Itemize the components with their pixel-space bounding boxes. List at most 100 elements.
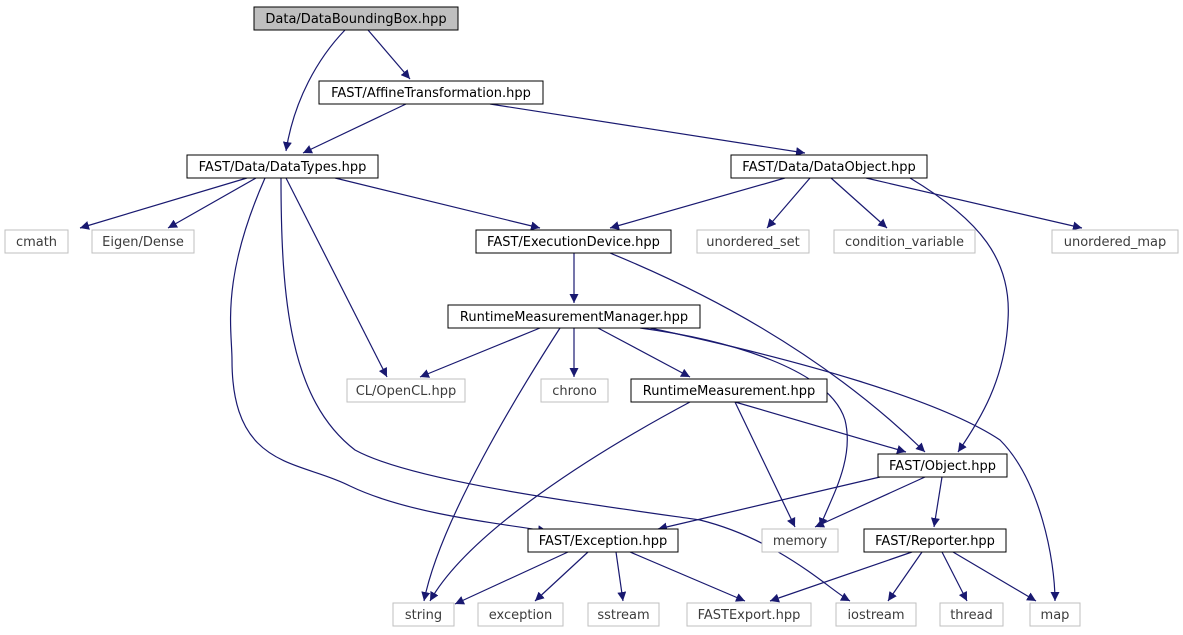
edge-rtmm-to-rtm	[597, 327, 691, 378]
edge-rtm-to-object	[734, 401, 907, 454]
node-label: iostream	[847, 608, 904, 623]
node-chrono: chrono	[540, 378, 609, 403]
edge-dataobject-to-condvar	[830, 177, 888, 229]
node-box	[346, 378, 466, 403]
node-box	[1029, 602, 1081, 627]
node-dataobject[interactable]: FAST/Data/DataObject.hpp	[730, 154, 928, 179]
node-iostream: iostream	[835, 602, 917, 627]
nodes-layer: Data/DataBoundingBox.hppFAST/AffineTrans…	[4, 6, 1179, 627]
edge-dataobject-to-execdevice	[609, 177, 786, 230]
node-reporter[interactable]: FAST/Reporter.hpp	[863, 528, 1007, 553]
edge-execdevice-to-object	[609, 252, 926, 453]
node-label: condition_variable	[845, 235, 964, 250]
node-box	[686, 602, 812, 627]
node-box	[540, 378, 609, 403]
edge-rtmm-to-string	[421, 327, 561, 602]
node-box	[186, 154, 379, 179]
edge-object-to-reporter	[930, 476, 943, 528]
node-map: map	[1029, 602, 1081, 627]
node-eigen: Eigen/Dense	[91, 229, 195, 254]
node-label: map	[1041, 608, 1070, 623]
node-label: exception	[489, 608, 553, 623]
node-label: string	[405, 608, 442, 623]
node-box	[447, 304, 701, 329]
edges-layer	[79, 29, 1083, 605]
edge-affine-to-dataobject	[489, 103, 806, 157]
edge-rtmm-to-memory	[639, 327, 848, 528]
node-box	[939, 602, 1004, 627]
node-label: FAST/Object.hpp	[889, 459, 996, 474]
node-label: Eigen/Dense	[102, 235, 184, 250]
node-sstream: sstream	[587, 602, 660, 627]
node-thread: thread	[939, 602, 1004, 627]
edge-dataobject-to-object	[909, 177, 1009, 453]
node-box	[730, 154, 928, 179]
node-cmath: cmath	[4, 229, 69, 254]
node-unordered_set: unordered_set	[696, 229, 810, 254]
node-box	[696, 229, 810, 254]
node-opencl: CL/OpenCL.hpp	[346, 378, 466, 403]
node-label: FAST/Data/DataObject.hpp	[742, 160, 915, 175]
node-box	[253, 6, 459, 31]
node-box	[392, 602, 455, 627]
node-label: FAST/AffineTransformation.hpp	[331, 86, 531, 101]
node-unordered_map: unordered_map	[1051, 229, 1179, 254]
node-label: unordered_map	[1064, 235, 1167, 250]
node-label: chrono	[552, 384, 597, 399]
node-box	[877, 453, 1008, 478]
node-box	[587, 602, 660, 627]
node-label: FASTExport.hpp	[698, 608, 801, 623]
node-box	[761, 528, 839, 553]
edge-reporter-to-fastexport	[769, 551, 913, 603]
node-condvar: condition_variable	[833, 229, 976, 254]
node-box	[318, 80, 544, 105]
node-label: CL/OpenCL.hpp	[356, 384, 457, 399]
node-exception_h[interactable]: FAST/Exception.hpp	[527, 528, 679, 553]
node-box	[4, 229, 69, 254]
node-box	[863, 528, 1007, 553]
edge-dataobject-to-unordered_set	[766, 177, 811, 229]
edge-rtmm-to-opencl	[419, 327, 541, 378]
edge-object-to-exception_h	[657, 476, 881, 532]
edge-datatypes-to-eigen	[167, 177, 257, 229]
edge-object-to-memory	[814, 476, 926, 528]
node-affine[interactable]: FAST/AffineTransformation.hpp	[318, 80, 544, 105]
node-label: FAST/Data/DataTypes.hpp	[199, 160, 367, 175]
node-box	[91, 229, 195, 254]
node-fastexport: FASTExport.hpp	[686, 602, 812, 627]
node-exception: exception	[477, 602, 564, 627]
node-memory: memory	[761, 528, 839, 553]
node-execdevice[interactable]: FAST/ExecutionDevice.hpp	[475, 229, 672, 254]
node-string: string	[392, 602, 455, 627]
node-label: sstream	[597, 608, 649, 623]
edge-rtm-to-string	[429, 401, 691, 602]
node-label: RuntimeMeasurementManager.hpp	[460, 310, 688, 325]
edge-exception_h-to-exception	[534, 551, 589, 602]
edge-rtmm-to-map	[649, 327, 1060, 602]
edge-datatypes-to-opencl	[285, 177, 388, 378]
edge-exception_h-to-sstream	[615, 551, 627, 602]
node-rtm[interactable]: RuntimeMeasurement.hpp	[630, 378, 828, 403]
node-box	[1051, 229, 1179, 254]
edge-datatypes-to-exception_h	[229, 177, 548, 535]
node-label: cmath	[16, 235, 57, 250]
node-box	[477, 602, 564, 627]
edge-exception_h-to-string	[454, 551, 569, 605]
edge-rtm-to-memory	[734, 401, 796, 528]
edge-datatypes-to-execdevice	[334, 177, 541, 231]
node-datatypes[interactable]: FAST/Data/DataTypes.hpp	[186, 154, 379, 179]
node-label: Data/DataBoundingBox.hpp	[265, 12, 446, 27]
node-box	[630, 378, 828, 403]
node-rtmm[interactable]: RuntimeMeasurementManager.hpp	[447, 304, 701, 329]
edge-root-to-affine	[367, 29, 411, 80]
node-box	[475, 229, 672, 254]
node-label: RuntimeMeasurement.hpp	[643, 384, 815, 399]
node-root[interactable]: Data/DataBoundingBox.hpp	[253, 6, 459, 31]
edge-affine-to-datatypes	[302, 103, 407, 154]
node-box	[833, 229, 976, 254]
node-label: FAST/ExecutionDevice.hpp	[487, 235, 660, 250]
edge-reporter-to-map	[952, 551, 1037, 602]
node-label: FAST/Exception.hpp	[539, 534, 668, 549]
node-object[interactable]: FAST/Object.hpp	[877, 453, 1008, 478]
node-box	[835, 602, 917, 627]
